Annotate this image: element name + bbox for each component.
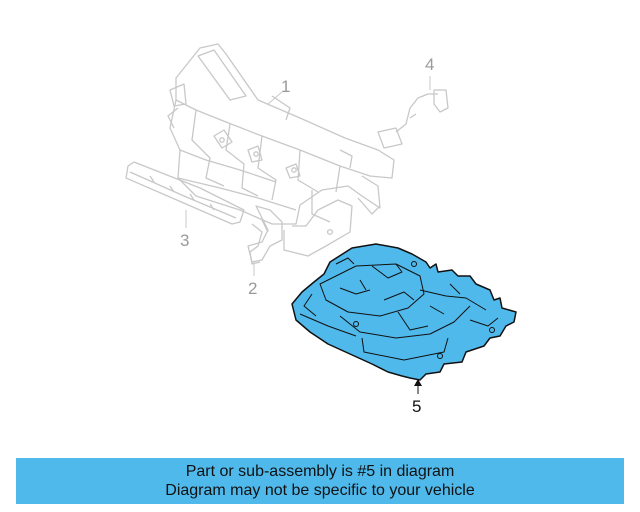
callout-2: 2 xyxy=(248,279,258,298)
leader-arrowhead-5 xyxy=(414,379,422,386)
callout-4: 4 xyxy=(425,55,435,74)
callout-3: 3 xyxy=(180,231,190,250)
part-3-deflector xyxy=(125,161,245,225)
banner-line-2: Diagram may not be specific to your vehi… xyxy=(165,482,475,499)
callout-1: 1 xyxy=(281,77,291,96)
parts-diagram xyxy=(125,43,517,394)
part-2-bracket xyxy=(249,223,263,265)
leader-line-1 xyxy=(267,91,283,105)
part-4-harness xyxy=(377,89,449,149)
banner-line-1: Part or sub-assembly is #5 in diagram xyxy=(185,463,455,480)
callout-5: 5 xyxy=(412,397,422,416)
undertray-outline xyxy=(291,243,517,381)
info-banner: Part or sub-assembly is #5 in diagram Di… xyxy=(16,458,624,504)
part-5-undertray xyxy=(291,243,517,381)
part-1-radiator-support xyxy=(167,43,395,263)
